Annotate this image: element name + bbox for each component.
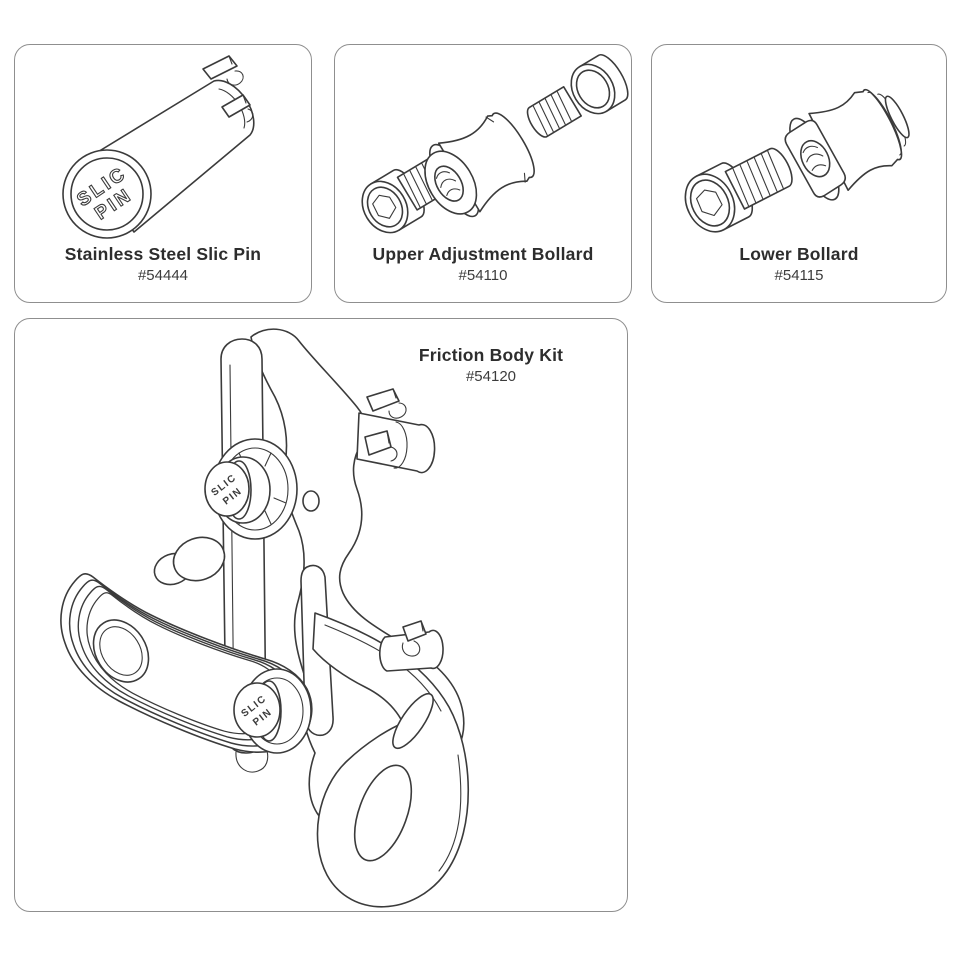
part-number: #54115 <box>774 267 824 285</box>
part-card-lower-bollard: Lower Bollard #54115 <box>651 44 947 303</box>
part-number: #54444 <box>137 267 189 285</box>
upper-adjustment-bollard-illustration <box>361 54 629 234</box>
friction-body-kit-illustration: SLIC PIN SLIC PIN <box>60 328 470 908</box>
part-caption: Lower Bollard #54115 <box>652 244 946 286</box>
lower-bollard-illustration <box>684 88 910 233</box>
part-name: Upper Adjustment Bollard <box>372 244 594 265</box>
part-name: Lower Bollard <box>739 244 859 265</box>
slic-pin-illustration: SLIC PIN <box>62 55 255 239</box>
part-name: Friction Body Kit <box>418 345 564 365</box>
part-card-friction-body-kit: SLIC PIN SLIC PIN Friction Body Kit #541… <box>14 318 628 912</box>
part-name: Stainless Steel Slic Pin <box>64 244 262 265</box>
part-card-upper-adjustment-bollard: Upper Adjustment Bollard #54110 <box>334 44 632 303</box>
part-caption: Upper Adjustment Bollard #54110 <box>335 244 631 286</box>
part-number: #54120 <box>465 367 517 385</box>
part-card-stainless-steel-slic-pin: SLIC PIN Stainless Steel Slic Pin #54444 <box>14 44 312 303</box>
part-caption: Stainless Steel Slic Pin #54444 <box>15 244 311 286</box>
part-caption: Friction Body Kit #54120 <box>351 345 631 387</box>
part-number: #54110 <box>458 267 508 285</box>
